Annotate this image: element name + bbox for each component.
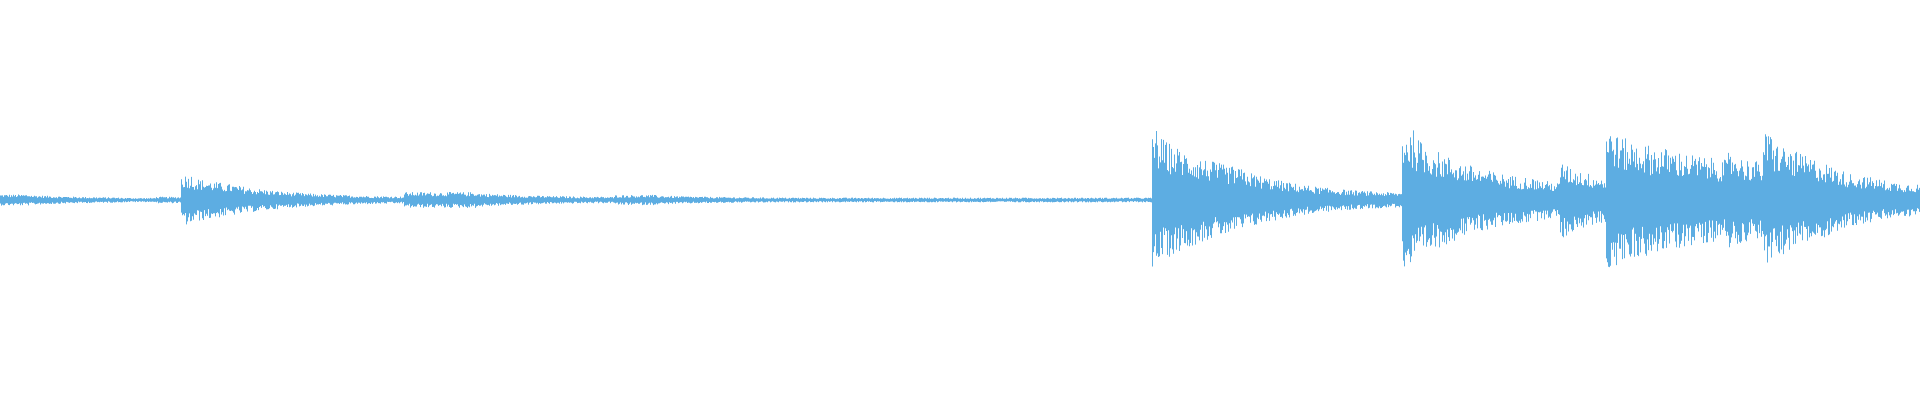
waveform-samples-path [0,130,1920,268]
waveform-samples [0,130,1920,268]
